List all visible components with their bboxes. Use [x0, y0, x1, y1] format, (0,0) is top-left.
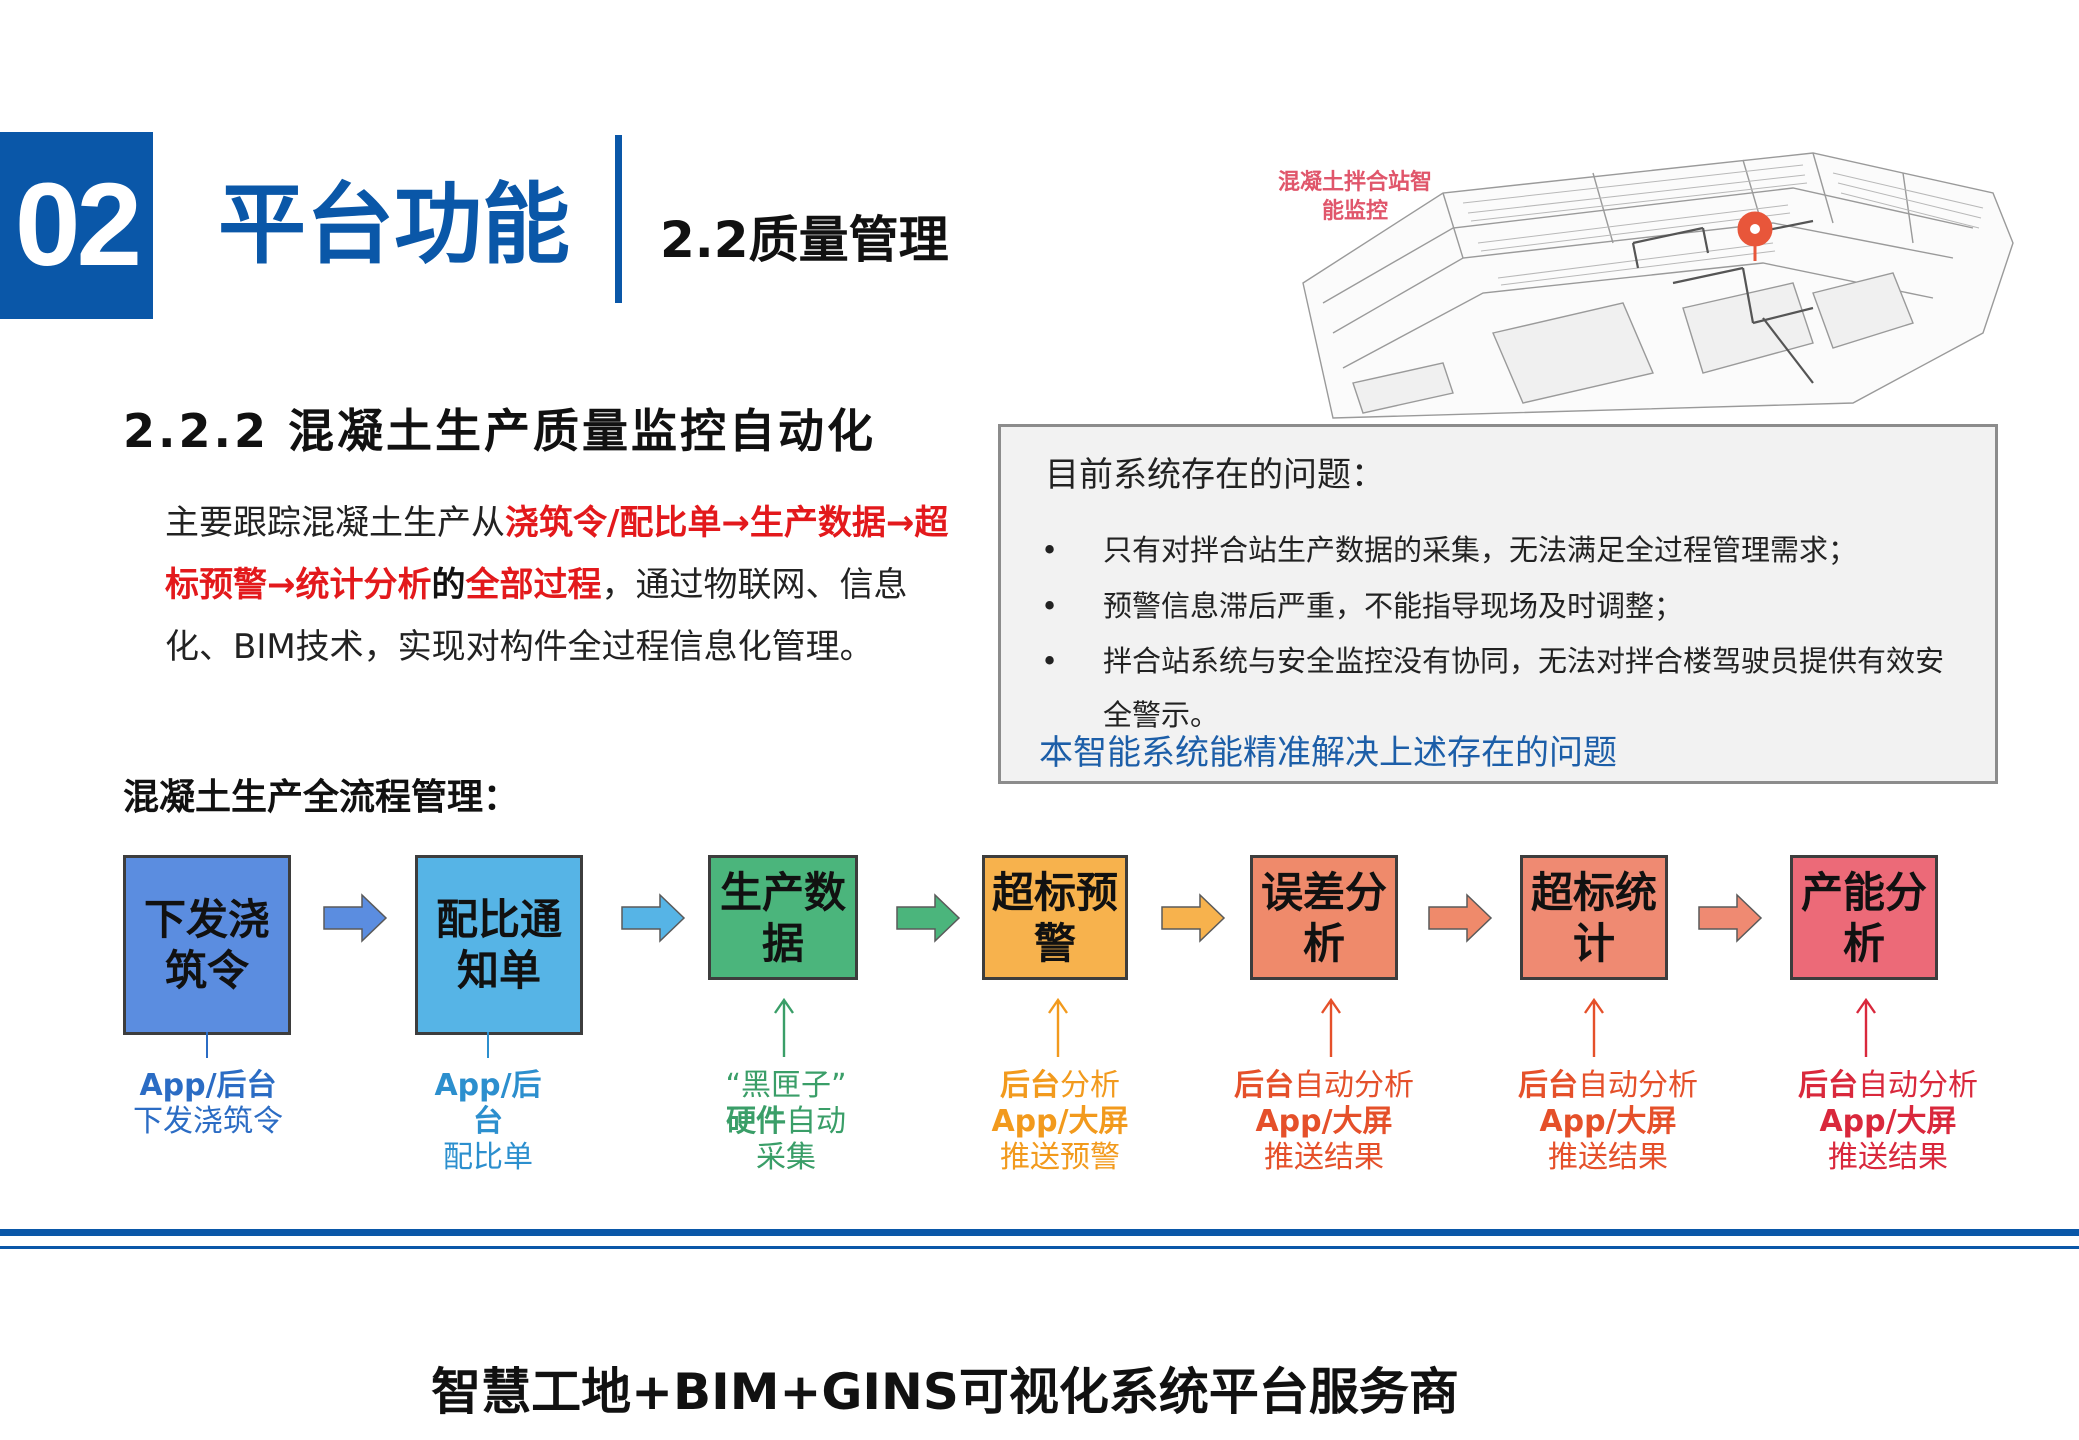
flow-step-note: 后台自动分析 App/大屏 推送结果	[1488, 1068, 1728, 1176]
section-number-badge: 02	[0, 132, 153, 319]
note-bold: App/大屏	[1539, 1104, 1677, 1139]
section-title: 2.2.2 混凝土生产质量监控自动化	[123, 404, 876, 458]
flow-step-capacity-analysis: 产能分析	[1790, 855, 1938, 980]
flow-step-label: 超标统计	[1530, 867, 1657, 968]
page-subtitle: 2.2质量管理	[660, 211, 949, 269]
note-bold: App/大屏	[991, 1104, 1129, 1139]
arrow-right-icon	[323, 893, 388, 943]
flow-step-note: 后台分析 App/大屏 推送预警	[940, 1068, 1180, 1176]
note-bold: App/后台	[139, 1068, 277, 1103]
flow-title: 混凝土生产全流程管理：	[123, 777, 520, 818]
bullet-icon: •	[1041, 533, 1059, 567]
note-text: 采集	[756, 1140, 816, 1175]
flow-step-label: 产能分析	[1800, 867, 1927, 968]
note-text: “黑匣子”	[725, 1068, 847, 1103]
bullet-icon: •	[1041, 644, 1059, 678]
note-text: 推送结果	[1828, 1140, 1948, 1175]
arrow-up-icon	[1321, 997, 1341, 1057]
problem-text: 只有对拌合站生产数据的采集，无法满足全过程管理需求；	[1103, 533, 1858, 567]
arrow-up-icon	[1048, 997, 1068, 1057]
problems-conclusion: 本智能系统能精准解决上述存在的问题	[1039, 733, 1617, 773]
footer-rule-thick	[0, 1229, 2079, 1236]
flow-step-label: 生产数据	[719, 867, 846, 968]
intro-text-1: 主要跟踪混凝土生产从	[165, 503, 505, 543]
flow-step-error-analysis: 误差分析	[1250, 855, 1398, 980]
note-bold: App/后台	[434, 1068, 542, 1139]
flow-step-note: “黑匣子” 硬件自动 采集	[666, 1068, 906, 1176]
intro-highlight-whole: 全部过程	[465, 565, 602, 605]
arrow-right-icon	[1698, 893, 1763, 943]
page-title: 平台功能	[218, 173, 571, 276]
arrow-right-icon	[896, 893, 961, 943]
problems-heading: 目前系统存在的问题：	[1045, 455, 1385, 495]
note-text: 自动分析	[1294, 1068, 1414, 1103]
flow-step-note: App/后台 下发浇筑令	[88, 1068, 328, 1140]
arrow-right-icon	[1428, 893, 1493, 943]
flow-step-mix-notice: 配比通知单	[415, 855, 583, 1035]
bullet-icon: •	[1041, 589, 1059, 623]
connector-line	[206, 1032, 208, 1058]
problem-text: 拌合站系统与安全监控没有协同，无法对拌合楼驾驶员提供有效安全警示。	[1103, 644, 1945, 732]
problem-item: • 预警信息滞后严重，不能指导现场及时调整；	[1041, 579, 1961, 633]
flow-step-label: 误差分析	[1260, 867, 1387, 968]
problem-item: • 只有对拌合站生产数据的采集，无法满足全过程管理需求；	[1041, 523, 1961, 577]
flow-step-production-data: 生产数据	[708, 855, 858, 980]
flow-step-note: App/后台 配比单	[368, 1068, 608, 1176]
arrow-up-icon	[1584, 997, 1604, 1057]
problems-panel: 目前系统存在的问题： • 只有对拌合站生产数据的采集，无法满足全过程管理需求； …	[998, 424, 1998, 784]
note-bold: 后台	[1000, 1068, 1060, 1103]
note-text: 自动分析	[1858, 1068, 1978, 1103]
flow-step-overlimit-alert: 超标预警	[982, 855, 1128, 980]
note-text: 推送结果	[1264, 1140, 1384, 1175]
intro-text-2: 的	[431, 565, 466, 605]
note-bold: 后台	[1518, 1068, 1578, 1103]
note-bold: App/大屏	[1819, 1104, 1957, 1139]
footer-rule-thin	[0, 1246, 2079, 1249]
intro-paragraph: 主要跟踪混凝土生产从浇筑令/配比单→生产数据→超标预警→统计分析的全部过程，通过…	[165, 492, 950, 678]
note-text: 推送预警	[1000, 1140, 1120, 1175]
title-divider	[615, 135, 622, 303]
arrow-right-icon	[621, 893, 686, 943]
problem-text: 预警信息滞后严重，不能指导现场及时调整；	[1103, 589, 1684, 623]
flow-step-note: 后台自动分析 App/大屏 推送结果	[1204, 1068, 1444, 1176]
note-bold: 后台	[1798, 1068, 1858, 1103]
intro-text-3: ，通过物联网、信息化、BIM技术，实现对构件全过程信息化管理。	[165, 565, 908, 667]
intro-highlight-process: 浇筑令/配比单→生产数据→超标预警→统计分析	[165, 503, 949, 605]
note-text: 自动分析	[1578, 1068, 1698, 1103]
illustration-label: 混凝土拌合站智能监控	[1277, 170, 1432, 224]
note-text: 分析	[1060, 1068, 1120, 1103]
mixing-plant-illustration	[1302, 152, 2014, 419]
flow-step-label: 下发浇筑令	[143, 895, 270, 995]
note-text: 下发浇筑令	[133, 1104, 283, 1139]
note-text: 配比单	[443, 1140, 533, 1175]
note-bold: 硬件	[726, 1104, 786, 1139]
flow-step-pour-order: 下发浇筑令	[123, 855, 291, 1035]
problem-item: • 拌合站系统与安全监控没有协同，无法对拌合楼驾驶员提供有效安全警示。	[1041, 634, 1961, 742]
connector-line	[487, 1032, 489, 1058]
flow-step-overlimit-stats: 超标统计	[1520, 855, 1668, 980]
flow-step-label: 超标预警	[991, 867, 1118, 968]
note-text: 推送结果	[1548, 1140, 1668, 1175]
arrow-up-icon	[1856, 997, 1876, 1057]
note-bold: App/大屏	[1255, 1104, 1393, 1139]
flow-step-label: 配比通知单	[435, 895, 562, 995]
location-pin-icon	[1737, 211, 1773, 261]
note-text: 自动	[786, 1104, 846, 1139]
arrow-right-icon	[1161, 893, 1226, 943]
note-bold: 后台	[1234, 1068, 1294, 1103]
footer-slogan: 智慧工地+BIM+GINS可视化系统平台服务商	[431, 1363, 1459, 1421]
flow-step-note: 后台自动分析 App/大屏 推送结果	[1768, 1068, 2008, 1176]
arrow-up-icon	[774, 997, 794, 1057]
